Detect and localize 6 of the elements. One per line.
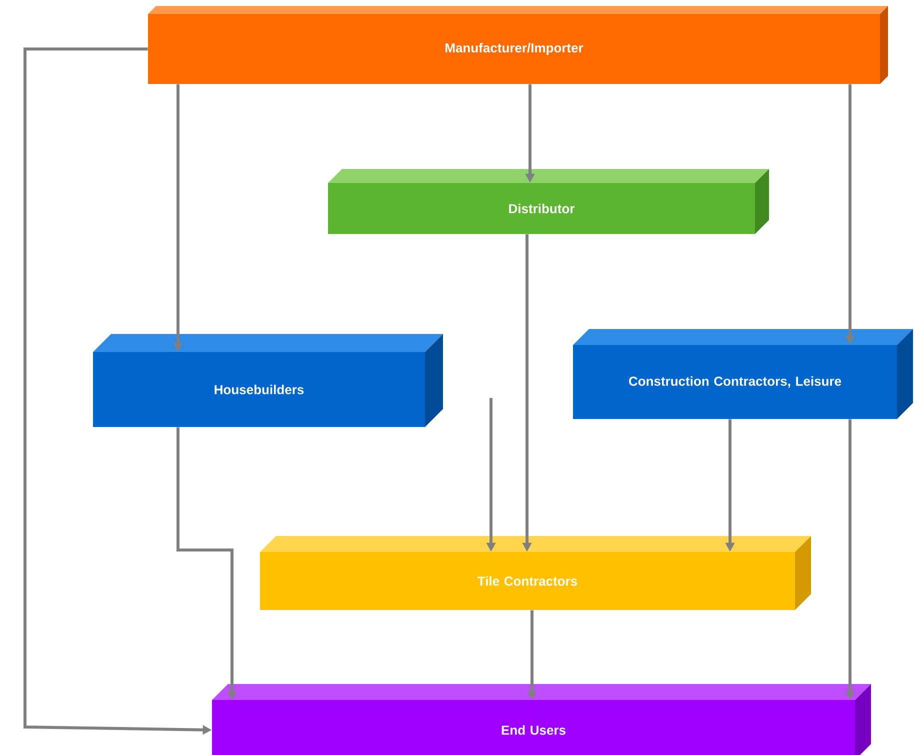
process-box: Distributor (328, 169, 769, 234)
process-box: Construction Contractors, Leisure (573, 329, 913, 419)
process-box: Manufacturer/Importer (148, 6, 888, 84)
process-box: Tile Contractors (260, 536, 811, 610)
process-box: Housebuilders (93, 334, 443, 427)
process-box: End Users (212, 684, 871, 755)
